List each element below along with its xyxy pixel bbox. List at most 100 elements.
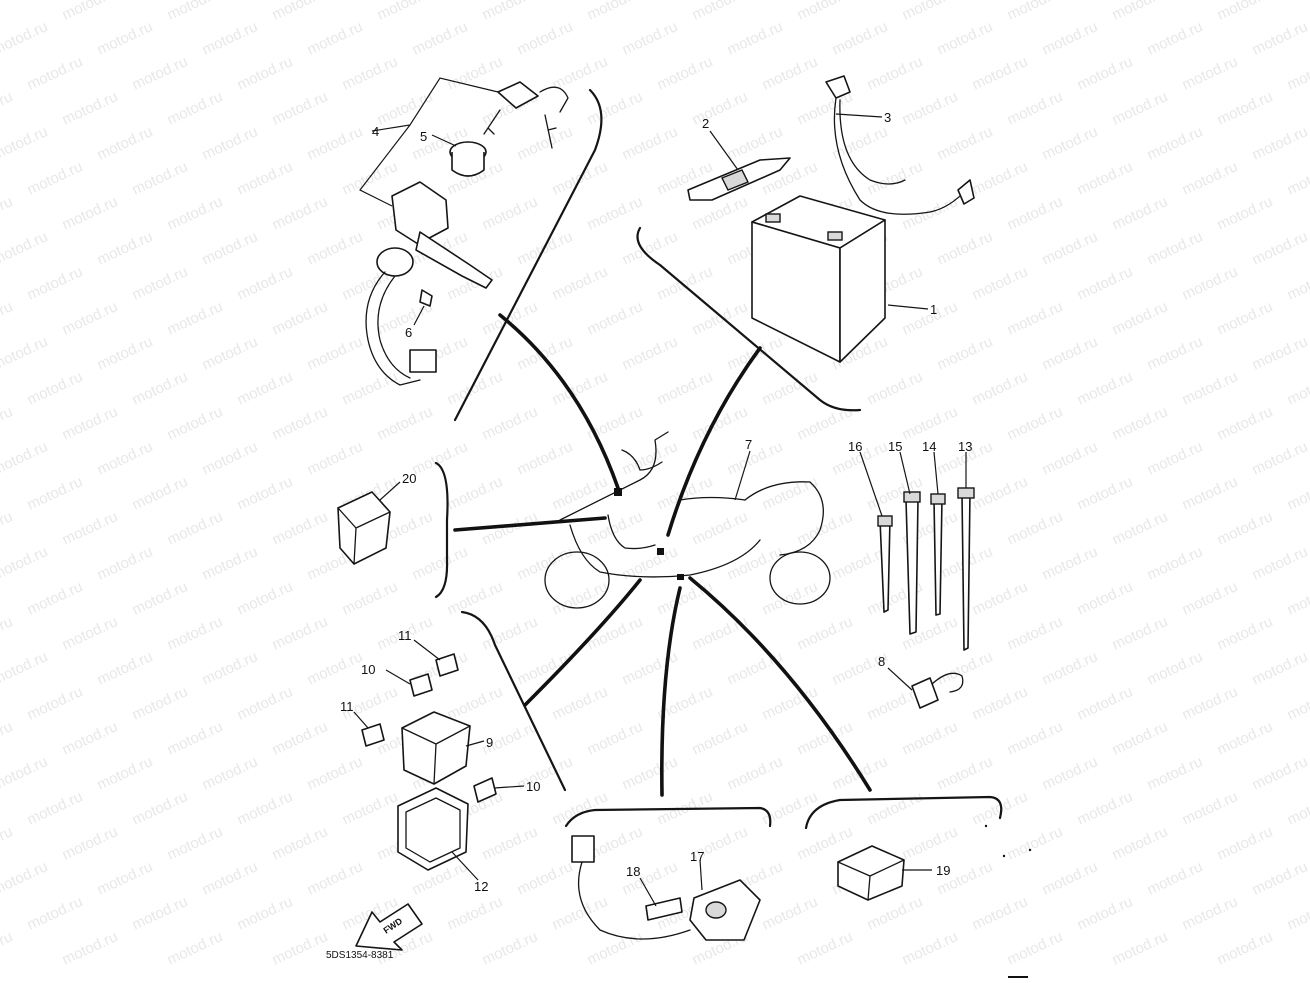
fuse-holder (911, 677, 939, 709)
watermark-text: motod.ru (900, 403, 961, 443)
watermark-text: motod.ru (970, 683, 1031, 723)
watermark-text: motod.ru (515, 18, 576, 58)
neutral-switch-group (571, 835, 761, 941)
callout-9: 9 (486, 735, 493, 750)
watermark-text: motod.ru (480, 298, 541, 338)
diagram-code: 5DS1354-8381 (326, 950, 394, 961)
watermark-text: motod.ru (200, 858, 261, 898)
watermark-text: motod.ru (1215, 928, 1276, 968)
watermark-text: motod.ru (410, 18, 471, 58)
callout-1: 1 (930, 302, 937, 317)
watermark-text: motod.ru (95, 18, 156, 58)
watermark-text: motod.ru (0, 718, 15, 758)
watermark-text: motod.ru (1180, 788, 1241, 828)
battery-side (839, 219, 886, 363)
watermark-text: motod.ru (1005, 508, 1066, 548)
watermark-text: motod.ru (585, 508, 646, 548)
leader-3 (835, 113, 883, 118)
band-15 (905, 497, 919, 635)
neutral-switch-connector (571, 835, 595, 863)
watermark-text: motod.ru (550, 473, 611, 513)
flasher-relay (337, 491, 391, 565)
watermark-text: motod.ru (270, 298, 331, 338)
watermark-text: motod.ru (1145, 648, 1206, 688)
scooter-handlebar (559, 431, 669, 521)
forward-arrow: FWD (355, 903, 423, 951)
ignition-wire-1 (365, 271, 421, 386)
watermark-text: motod.ru (725, 543, 786, 583)
watermark-text: motod.ru (690, 0, 751, 24)
watermark-text: motod.ru (1145, 543, 1206, 583)
watermark-text: motod.ru (655, 578, 716, 618)
watermark-text: motod.ru (0, 298, 15, 338)
watermark-text: motod.ru (1040, 648, 1101, 688)
ignition-connector (409, 349, 437, 373)
watermark-text: motod.ru (1040, 228, 1101, 268)
leader-1 (887, 304, 929, 310)
watermark-text: motod.ru (585, 718, 646, 758)
watermark-text: motod.ru (725, 753, 786, 793)
watermark-text: motod.ru (270, 823, 331, 863)
watermark-text: motod.ru (375, 88, 436, 128)
turn-relay-edges (837, 859, 905, 901)
watermark-text: motod.ru (130, 473, 191, 513)
callouts: 1 2 3 4 5 6 7 8 9 10 10 11 11 12 13 14 1… (340, 110, 972, 894)
callout-6: 6 (405, 325, 412, 340)
leader-18 (639, 877, 657, 907)
watermark-text: motod.ru (165, 0, 226, 24)
watermark-text: motod.ru (585, 403, 646, 443)
watermark-text: motod.ru (1145, 858, 1206, 898)
callout-7: 7 (745, 437, 752, 452)
section-frames (434, 88, 1003, 830)
watermark-text: motod.ru (1250, 438, 1310, 478)
battery-terminal-neg (765, 213, 781, 223)
watermark-text: motod.ru (690, 88, 751, 128)
neutral-switch-bolt (645, 897, 683, 921)
watermark-text: motod.ru (1110, 613, 1171, 653)
watermark-text: motod.ru (95, 228, 156, 268)
watermark-text: motod.ru (235, 368, 296, 408)
callout-13: 13 (958, 439, 972, 454)
watermark-text: motod.ru (340, 53, 401, 93)
watermark-text: motod.ru (95, 648, 156, 688)
watermark-text: motod.ru (1215, 613, 1276, 653)
leader-8 (887, 667, 913, 691)
watermark-text: motod.ru (970, 53, 1031, 93)
frame-ignition-switch (453, 88, 603, 422)
watermark-text: motod.ru (725, 18, 786, 58)
watermark-text: motod.ru (970, 368, 1031, 408)
watermark-text: motod.ru (0, 333, 50, 373)
watermark-text: motod.ru (515, 858, 576, 898)
watermark-text: motod.ru (1250, 648, 1310, 688)
watermark-text: motod.ru (690, 718, 751, 758)
callout-14: 14 (922, 439, 936, 454)
scooter-headset (621, 449, 663, 471)
watermark-text: motod.ru (1005, 0, 1066, 24)
watermark-text: motod.ru (165, 823, 226, 863)
watermark-text: motod.ru (270, 88, 331, 128)
watermark-text: motod.ru (95, 753, 156, 793)
watermark-text: motod.ru (550, 263, 611, 303)
watermark-text: motod.ru (550, 893, 611, 933)
band-16-head (877, 515, 893, 527)
watermark-text: motod.ru (130, 578, 191, 618)
scooter-rear-wheel (769, 551, 831, 605)
callout-4: 4 (372, 124, 379, 139)
watermark-text: motod.ru (60, 88, 121, 128)
watermark-text: motod.ru (1075, 788, 1136, 828)
band-15-head (903, 491, 921, 503)
watermark-text: motod.ru (25, 788, 86, 828)
watermark-text: motod.ru (1005, 613, 1066, 653)
lock-cover-body (451, 152, 485, 177)
watermark-text: motod.ru (200, 123, 261, 163)
watermark-text: motod.ru (760, 53, 821, 93)
starter-relay-cover-inner (405, 797, 461, 863)
battery (751, 195, 886, 363)
watermark-text: motod.ru (130, 263, 191, 303)
watermark-text: motod.ru (0, 508, 15, 548)
watermark-text: motod.ru (200, 543, 261, 583)
watermark-text: motod.ru (585, 928, 646, 968)
battery-lead-wire-2 (839, 99, 906, 185)
